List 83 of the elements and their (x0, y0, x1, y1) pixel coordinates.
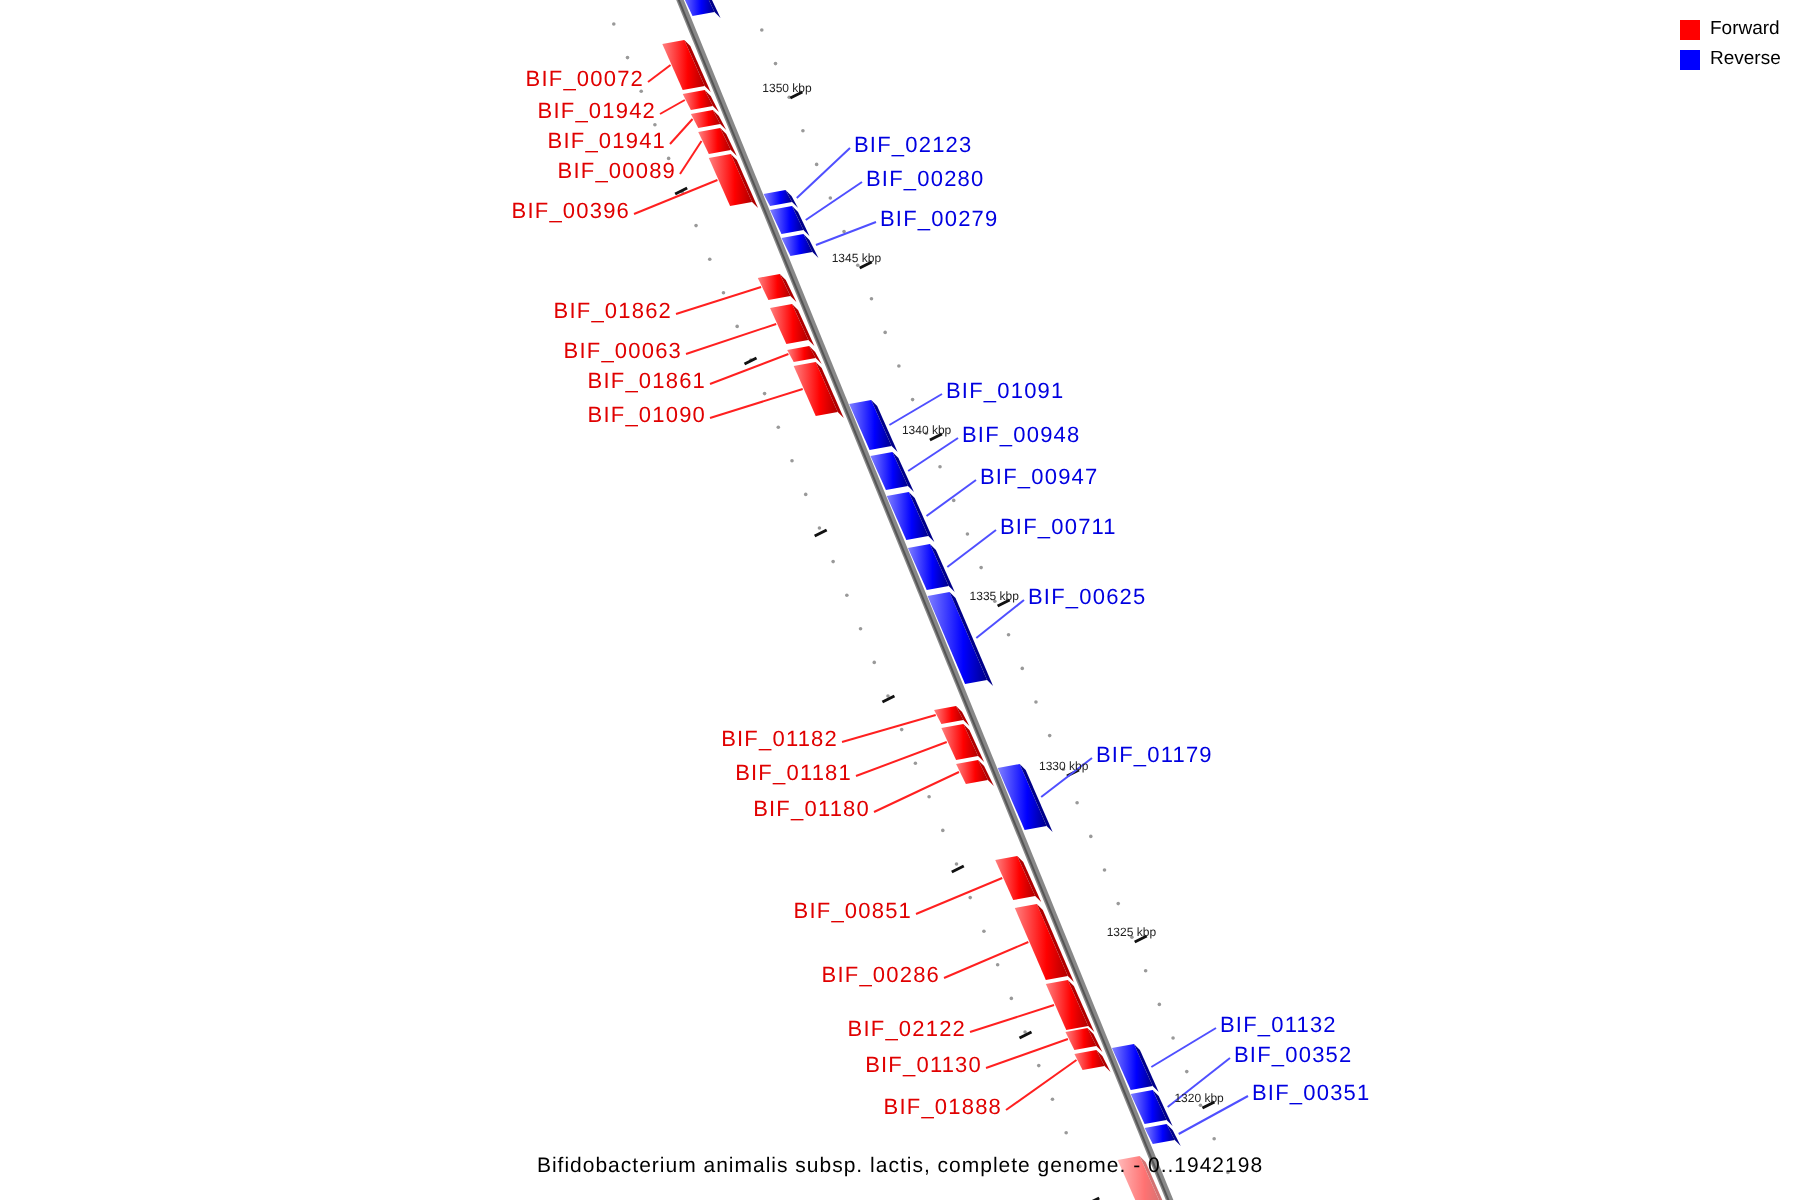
leader-line (943, 941, 1030, 979)
gene-label: BIF_01090 (587, 404, 706, 430)
gene-bar (907, 544, 955, 592)
gene-bar (787, 346, 822, 364)
leader-line (985, 1038, 1069, 1069)
leader-line (795, 147, 851, 199)
leader-line (647, 64, 672, 83)
leader-line (804, 181, 863, 221)
gene-label: BIF_01942 (537, 100, 656, 126)
leader-line (1177, 1095, 1249, 1135)
gene-bar (995, 856, 1042, 902)
leader-line (888, 393, 943, 426)
leader-line (659, 99, 686, 115)
leader-line (1166, 1057, 1231, 1108)
gene-label: BIF_02122 (847, 1018, 966, 1044)
leader-line (1005, 1059, 1078, 1111)
gene-label: BIF_01941 (547, 130, 666, 156)
gene-bar (681, 0, 721, 18)
leader-line (873, 771, 960, 813)
gene-label: BIF_00286 (821, 964, 940, 990)
gene-bar (690, 110, 727, 130)
gene-bar (1111, 1044, 1159, 1092)
gene-label: BIF_00279 (880, 208, 999, 234)
gene-label: BIF_01182 (721, 728, 838, 754)
gene-bar (1144, 1124, 1181, 1146)
gene-bar (763, 190, 799, 208)
gene-bar (698, 128, 737, 156)
gene-label: BIF_02123 (854, 134, 973, 160)
leader-line (675, 286, 763, 315)
leader-line (633, 179, 719, 215)
gene-label: BIF_00072 (525, 68, 644, 94)
leader-line (925, 479, 977, 517)
gene-bar (793, 362, 844, 418)
leader-line (709, 388, 804, 419)
gene-label: BIF_01091 (946, 380, 1065, 406)
gene-label: BIF_01861 (587, 370, 706, 396)
gene-bar (1014, 904, 1074, 982)
leader-line (814, 221, 877, 246)
gene-bar (849, 400, 898, 452)
leader-line (1150, 1027, 1217, 1068)
leader-line (946, 529, 997, 568)
gene-bar (757, 274, 797, 302)
gene-label: BIF_01132 (1220, 1014, 1337, 1040)
gene-label: BIF_00947 (980, 466, 1099, 492)
leader-line (685, 323, 778, 355)
leader-line (855, 741, 948, 777)
gene-label: BIF_01180 (753, 798, 870, 824)
gene-label: BIF_01179 (1096, 744, 1213, 770)
gene-label: BIF_01862 (553, 300, 672, 326)
gene-label: BIF_01130 (865, 1054, 982, 1080)
gene-label: BIF_00352 (1234, 1044, 1353, 1070)
legend-label: Reverse (1710, 48, 1781, 70)
legend-label: Forward (1710, 18, 1780, 40)
gene-bar (927, 592, 994, 686)
gene-bar (1065, 1028, 1103, 1052)
gene-label: BIF_00396 (511, 200, 630, 226)
gene-bar (956, 760, 994, 786)
gene-label: BIF_00089 (557, 160, 676, 186)
leader-line (1040, 757, 1093, 798)
leader-line (669, 118, 694, 145)
leader-line (969, 1004, 1056, 1033)
leader-line (915, 877, 1004, 915)
gene-bar (781, 234, 819, 258)
gene-bar (682, 90, 719, 112)
leader-line (841, 714, 937, 743)
gene-bar (870, 452, 914, 492)
gene-bar (708, 154, 759, 208)
gene-bar (1074, 1050, 1111, 1072)
leader-line (709, 353, 790, 385)
leader-line (679, 140, 703, 175)
leader-line (907, 437, 959, 472)
gene-bar (886, 492, 935, 542)
gene-label: BIF_00625 (1028, 586, 1147, 612)
gene-label: BIF_01181 (735, 762, 852, 788)
gene-label: BIF_00851 (793, 900, 912, 926)
gene-label: BIF_00351 (1252, 1082, 1371, 1108)
gene-label: BIF_00063 (563, 340, 682, 366)
gene-label: BIF_01888 (883, 1096, 1002, 1122)
gene-label: BIF_00948 (962, 424, 1081, 450)
gene-label: BIF_00711 (1000, 516, 1117, 542)
leader-line (975, 599, 1025, 639)
gene-label: BIF_00280 (866, 168, 985, 194)
gene-bar (934, 706, 970, 726)
